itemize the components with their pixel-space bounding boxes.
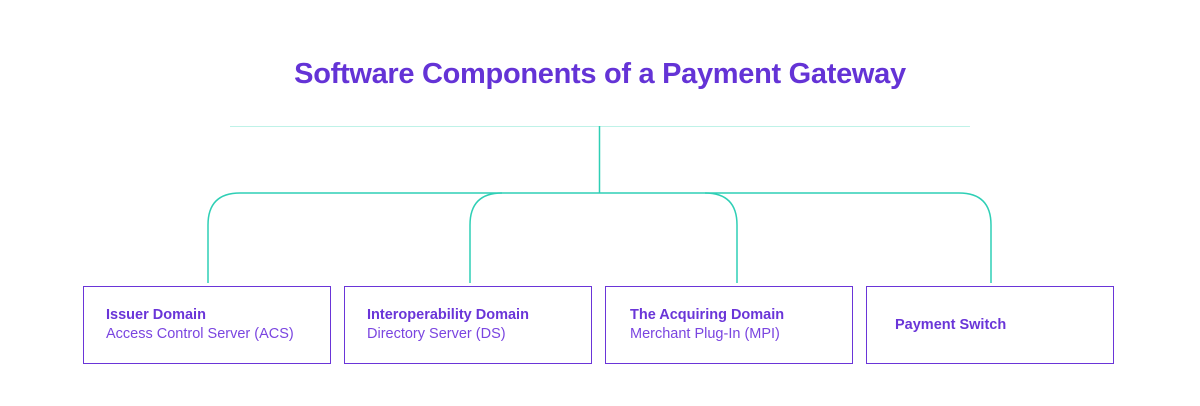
box-heading: Issuer Domain	[106, 307, 206, 323]
diagram-title: Software Components of a Payment Gateway	[294, 58, 906, 90]
box-subtitle: Merchant Plug-In (MPI)	[630, 326, 780, 342]
box-heading: Payment Switch	[895, 316, 1007, 333]
branch-inner	[469, 192, 738, 283]
box-heading: Interoperability Domain	[367, 307, 529, 323]
component-box-acquiring: The Acquiring Domain Merchant Plug-In (M…	[605, 286, 853, 364]
box-heading: The Acquiring Domain	[630, 307, 785, 323]
branch-outer	[207, 192, 992, 283]
component-box-interoperability: Interoperability Domain Directory Server…	[344, 286, 592, 364]
component-box-issuer: Issuer Domain Access Control Server (ACS…	[83, 286, 331, 364]
box-subtitle: Directory Server (DS)	[367, 326, 506, 342]
component-box-payment-switch: Payment Switch	[866, 286, 1114, 364]
box-subtitle: Access Control Server (ACS)	[106, 326, 294, 342]
